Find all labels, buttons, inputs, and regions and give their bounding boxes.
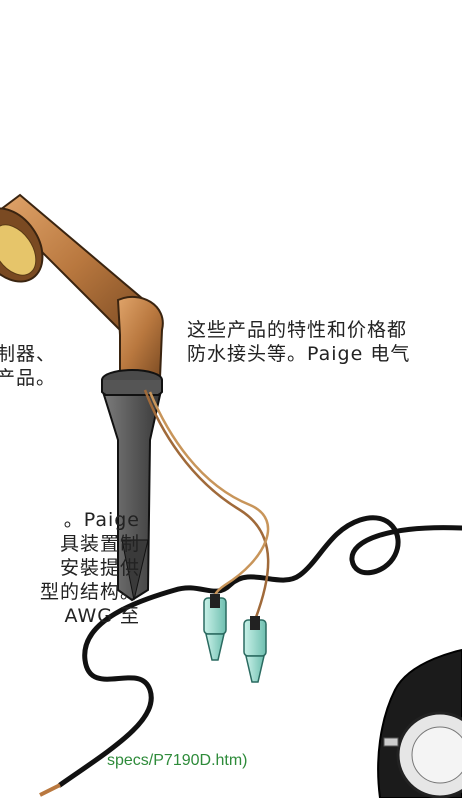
- lamp-wire-2: [148, 391, 270, 606]
- black-cable: [57, 515, 462, 788]
- timer-device: [377, 648, 462, 798]
- text-block-right: 这些产品的特性和价格都 防水接头等。Paige 电气: [187, 318, 410, 366]
- text-line: 这些产品的特性和价格都: [187, 319, 408, 341]
- spec-link[interactable]: specs/P7190D.htm): [107, 752, 248, 769]
- connector-1: [203, 594, 227, 661]
- text-line: 具装置制: [59, 533, 140, 555]
- text-line: 型的结构。: [39, 581, 140, 603]
- text-line: 制器、: [0, 343, 57, 365]
- text-block-left-top: 制器、 产品。: [0, 342, 56, 390]
- text-line: 防水接头等。Paige 电气: [187, 343, 411, 365]
- text-line: 产品。: [0, 367, 57, 389]
- lamp-wire-1: [143, 389, 270, 621]
- text-line: AWG 至: [64, 605, 140, 627]
- lamp-head: [0, 193, 164, 379]
- text-line: 安裝提供: [59, 557, 140, 579]
- connector-2: [243, 616, 267, 683]
- text-line: 。Paige: [63, 509, 140, 531]
- text-block-left-mid: 。Paige 具装置制 安裝提供 型的结构。 AWG 至: [0, 508, 140, 628]
